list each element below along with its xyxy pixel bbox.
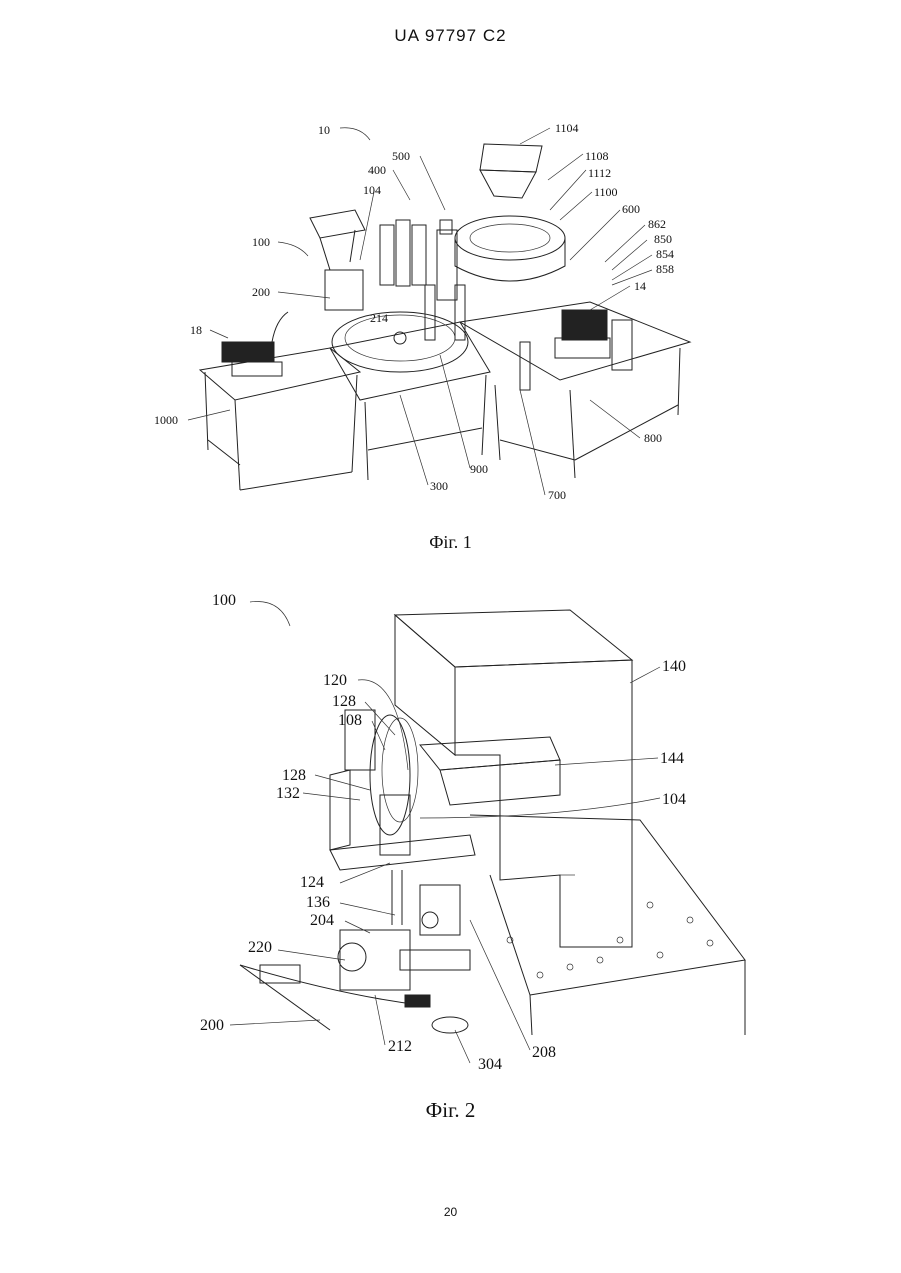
fig1-label-854: 854: [656, 247, 674, 261]
fig1-label-10: 10: [318, 123, 330, 137]
center-table: [310, 210, 490, 480]
figure-1-drawing: 10 104 400 500 1104 1108 1112 1100 600 8…: [0, 110, 901, 520]
fig1-label-300: 300: [430, 479, 448, 493]
fig2-label-136: 136: [306, 894, 330, 911]
fig1-label-100: 100: [252, 235, 270, 249]
document-header: UA 97797 C2: [0, 26, 901, 46]
fig1-label-1100: 1100: [594, 185, 618, 199]
fig1-label-18: 18: [190, 323, 202, 337]
fig1-label-600: 600: [622, 202, 640, 216]
fig1-label-400: 400: [368, 163, 386, 177]
fig1-label-1108: 1108: [585, 149, 609, 163]
fig2-label-132: 132: [276, 785, 300, 802]
figure-2-drawing: 100 140 144 104 120 128 108 128 132 124 …: [0, 575, 901, 1075]
fig1-label-104: 104: [363, 183, 381, 197]
fig2-label-120: 120: [323, 672, 347, 689]
fig1-label-214: 214: [370, 311, 388, 325]
fig1-label-1112: 1112: [588, 166, 611, 180]
fig2-label-200: 200: [200, 1017, 224, 1034]
fig1-label-200: 200: [252, 285, 270, 299]
hopper-140: [395, 610, 632, 947]
fig2-label-204: 204: [310, 912, 334, 929]
figure-2-labels: 100 140 144 104 120 128 108 128 132 124 …: [200, 592, 686, 1073]
right-table: [455, 144, 690, 478]
left-table: [200, 312, 360, 490]
fig2-label-100: 100: [212, 592, 236, 609]
feeder-mechanism: [260, 710, 475, 1033]
fig1-label-858: 858: [656, 262, 674, 276]
fig2-label-220: 220: [248, 939, 272, 956]
fig2-label-140: 140: [662, 658, 686, 675]
chute-144: [420, 737, 560, 805]
fig1-label-1000: 1000: [154, 413, 178, 427]
fig1-label-862: 862: [648, 217, 666, 231]
fig1-label-1104: 1104: [555, 121, 579, 135]
fig1-label-700: 700: [548, 488, 566, 502]
fig1-label-850: 850: [654, 232, 672, 246]
fig2-label-212: 212: [388, 1038, 412, 1055]
fig1-label-500: 500: [392, 149, 410, 163]
fig2-label-128-top: 128: [332, 693, 356, 710]
figure-2-caption: Фіг. 2: [0, 1098, 901, 1123]
fig2-label-104: 104: [662, 791, 686, 808]
fig2-label-208: 208: [532, 1044, 556, 1061]
fig1-label-900: 900: [470, 462, 488, 476]
fig2-label-124: 124: [300, 874, 324, 891]
fig2-label-304: 304: [478, 1056, 502, 1073]
page-number: 20: [0, 1205, 901, 1219]
fig2-label-144: 144: [660, 750, 684, 767]
fig1-label-800: 800: [644, 431, 662, 445]
figure-2-leaders: [230, 602, 660, 1064]
fig1-label-14: 14: [634, 279, 646, 293]
fig2-label-128: 128: [282, 767, 306, 784]
fig2-label-108: 108: [338, 712, 362, 729]
figure-1-caption: Фіг. 1: [0, 532, 901, 553]
